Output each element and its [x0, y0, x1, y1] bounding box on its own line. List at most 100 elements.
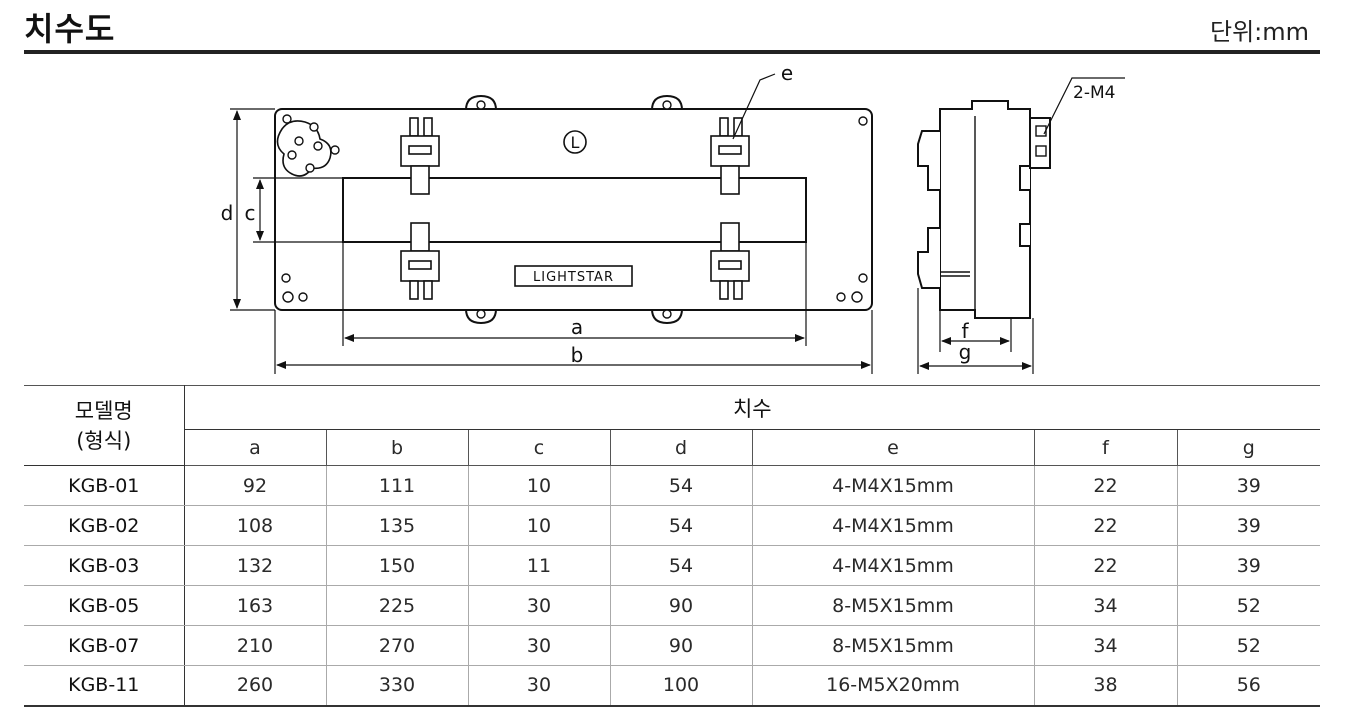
dimension-header: 치수	[184, 385, 1321, 430]
brand-plate	[514, 265, 633, 287]
unit-label: 단위:mm	[1209, 18, 1309, 46]
column-header-e: e	[752, 429, 1035, 466]
model-header: 모델명 (형식)	[24, 385, 185, 466]
cell-d: 54	[610, 505, 753, 546]
column-header-a: a	[184, 429, 327, 466]
cell-d: 90	[610, 625, 753, 666]
cell-c: 30	[468, 625, 611, 666]
side-right-clip-top	[1019, 165, 1030, 191]
model-cell: KGB-07	[24, 625, 185, 666]
l-mark: L	[571, 133, 580, 152]
cell-e: 8-M5X15mm	[752, 585, 1035, 626]
side-body	[939, 100, 1031, 319]
cell-c: 10	[468, 505, 611, 546]
table-row: KGB-05 163 225 30 90 8-M5X15mm 34 52	[24, 585, 1321, 626]
brand-label: LIGHTSTAR	[533, 270, 614, 285]
terminal-plate	[276, 120, 332, 177]
model-cell: KGB-05	[24, 585, 185, 626]
table-row: KGB-11 260 330 30 100 16-M5X20mm 38 56	[24, 665, 1321, 707]
cell-g: 52	[1177, 585, 1321, 626]
cell-g: 39	[1177, 465, 1321, 506]
cell-g: 39	[1177, 545, 1321, 586]
cell-g: 39	[1177, 505, 1321, 546]
table-header-row-1: 모델명 (형식) 치수	[24, 385, 1321, 466]
cell-b: 225	[326, 585, 469, 626]
cell-e: 16-M5X20mm	[752, 665, 1035, 707]
dimension-drawing: L LIGHTSTAR d c a b	[0, 56, 1353, 378]
cell-d: 90	[610, 585, 753, 626]
clamps	[400, 117, 750, 300]
cell-b: 111	[326, 465, 469, 506]
cell-a: 108	[184, 505, 327, 546]
cell-f: 22	[1034, 465, 1178, 506]
table-row: KGB-01 92 111 10 54 4-M4X15mm 22 39	[24, 465, 1321, 506]
page-title: 치수도	[24, 10, 116, 48]
cell-g: 52	[1177, 625, 1321, 666]
front-view	[274, 94, 873, 325]
screws	[281, 100, 868, 319]
side-clip-top	[917, 130, 940, 191]
table-row: KGB-03 132 150 11 54 4-M4X15mm 22 39	[24, 545, 1321, 586]
table-row: KGB-07 210 270 30 90 8-M5X15mm 34 52	[24, 625, 1321, 666]
front-dimensions	[230, 73, 873, 374]
dim-f-label: f	[961, 319, 969, 343]
model-cell: KGB-03	[24, 545, 185, 586]
cell-b: 270	[326, 625, 469, 666]
dim-d-label: d	[221, 201, 234, 225]
dim-a-label: a	[571, 315, 583, 339]
cell-d: 54	[610, 545, 753, 586]
cell-f: 34	[1034, 585, 1178, 626]
cell-f: 22	[1034, 505, 1178, 546]
l-mark-circle	[563, 130, 587, 154]
cell-a: 260	[184, 665, 327, 707]
cell-c: 30	[468, 585, 611, 626]
cell-c: 10	[468, 465, 611, 506]
dim-b-label: b	[571, 343, 584, 367]
model-cell: KGB-01	[24, 465, 185, 506]
cell-f: 34	[1034, 625, 1178, 666]
column-header-c: c	[468, 429, 611, 466]
cell-e: 4-M4X15mm	[752, 465, 1035, 506]
model-header-line2: (형식)	[76, 428, 132, 453]
dimension-drawing-svg: L LIGHTSTAR d c a b	[221, 61, 1125, 374]
cell-g: 56	[1177, 665, 1321, 707]
thread-label: 2-M4	[1073, 83, 1115, 103]
cell-c: 30	[468, 665, 611, 707]
top-lug-right	[651, 94, 683, 111]
column-header-g: g	[1177, 429, 1321, 466]
dim-c-label: c	[245, 201, 256, 225]
dim-e-label: e	[781, 61, 793, 85]
page-header: 치수도 단위:mm	[0, 0, 1353, 56]
table-header-row-2: a b c d e f g	[24, 429, 1321, 466]
header-divider	[24, 50, 1320, 54]
cell-a: 132	[184, 545, 327, 586]
side-clip-bottom	[917, 227, 940, 289]
side-view	[917, 100, 1051, 319]
cell-f: 38	[1034, 665, 1178, 707]
dim-g-label: g	[959, 340, 972, 364]
top-lug-left	[465, 94, 497, 111]
cell-b: 135	[326, 505, 469, 546]
cell-a: 92	[184, 465, 327, 506]
side-right-clip-bottom	[1019, 223, 1030, 247]
cell-a: 163	[184, 585, 327, 626]
column-header-f: f	[1034, 429, 1178, 466]
cell-b: 330	[326, 665, 469, 707]
cell-e: 8-M5X15mm	[752, 625, 1035, 666]
cell-f: 22	[1034, 545, 1178, 586]
cell-e: 4-M4X15mm	[752, 545, 1035, 586]
cell-a: 210	[184, 625, 327, 666]
model-cell: KGB-11	[24, 665, 185, 707]
table-row: KGB-02 108 135 10 54 4-M4X15mm 22 39	[24, 505, 1321, 546]
bottom-lug-left	[465, 308, 497, 325]
dimension-table: 모델명 (형식) 치수 a b c d e f g KGB-01 92 111 …	[24, 385, 1321, 707]
bottom-lug-right	[651, 308, 683, 325]
cell-d: 100	[610, 665, 753, 707]
side-dimensions	[917, 77, 1125, 374]
cell-b: 150	[326, 545, 469, 586]
cell-c: 11	[468, 545, 611, 586]
cell-e: 4-M4X15mm	[752, 505, 1035, 546]
column-header-b: b	[326, 429, 469, 466]
column-header-d: d	[610, 429, 753, 466]
model-cell: KGB-02	[24, 505, 185, 546]
